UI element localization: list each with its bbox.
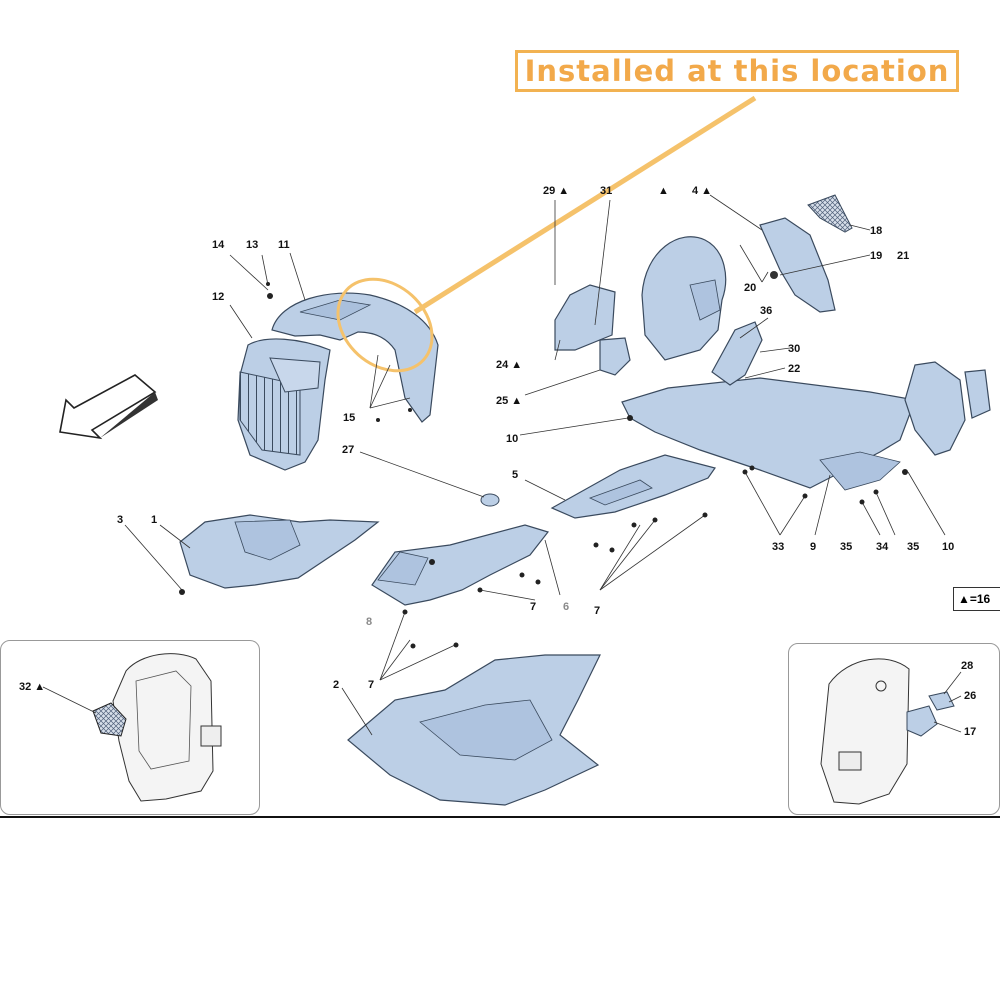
part-2-rear-undertray <box>347 654 601 806</box>
label-25: 25 ▲ <box>496 395 522 407</box>
label-6: 6 <box>563 601 569 613</box>
label-11: 11 <box>278 239 290 251</box>
label-26: 26 <box>964 690 976 702</box>
part-18-mesh <box>807 194 853 233</box>
label-36: 36 <box>760 305 772 317</box>
label-30: 30 <box>788 343 800 355</box>
label-20: 20 <box>744 282 756 294</box>
part-27-plug <box>480 493 500 507</box>
part-9-large-undertray <box>621 377 916 491</box>
label-10a: 10 <box>506 433 518 445</box>
label-2: 2 <box>333 679 339 691</box>
callout-text: Installed at this location <box>524 54 950 88</box>
label-9: 9 <box>810 541 816 553</box>
callout-leader-line <box>413 95 757 315</box>
part-32-mesh <box>92 702 127 737</box>
label-35b: 35 <box>907 541 919 553</box>
label-22: 22 <box>788 363 800 375</box>
rear-wheel-liner <box>641 236 727 361</box>
part-labels: 14 13 11 12 15 27 3 1 29 ▲ 31 ▲ 4 ▲ 18 1… <box>117 185 954 691</box>
label-21: 21 <box>897 250 909 262</box>
part-25 <box>599 337 631 376</box>
part-1-front-undertray <box>179 514 380 589</box>
part-26 <box>928 691 955 711</box>
label-17: 17 <box>964 726 976 738</box>
front-direction-arrow <box>59 374 158 440</box>
installed-location-highlight <box>336 277 434 373</box>
label-31: 31 <box>600 185 612 197</box>
label-18: 18 <box>870 225 882 237</box>
page-baseline <box>0 816 1000 818</box>
legend-text: ▲=16 <box>958 592 991 606</box>
part-17 <box>906 705 938 737</box>
label-10b: 10 <box>942 541 954 553</box>
part-36-bracket <box>711 321 763 386</box>
label-7b: 7 <box>594 605 600 617</box>
part-5-central-strip <box>550 454 716 519</box>
label-28: 28 <box>961 660 973 672</box>
part-12-front-wheel-liner <box>237 338 331 471</box>
label-4: 4 ▲ <box>692 185 712 197</box>
part-11-wheel-arch-liner <box>271 292 439 423</box>
label-15: 15 <box>343 412 355 424</box>
label-1: 1 <box>151 514 157 526</box>
part-19-nut <box>770 271 778 279</box>
part-6-center-panel <box>371 524 550 606</box>
part-21-rear-piece <box>759 194 853 313</box>
leader-lines <box>124 194 946 736</box>
label-35a: 35 <box>840 541 852 553</box>
label-13: 13 <box>246 239 258 251</box>
label-34: 34 <box>876 541 889 553</box>
label-24: 24 ▲ <box>496 359 522 371</box>
inset-left: 32 ▲ <box>0 640 260 815</box>
label-27: 27 <box>342 444 354 456</box>
inset-right: 28 26 17 <box>788 643 1000 815</box>
label-tri: ▲ <box>658 185 669 197</box>
part-24 <box>554 284 616 351</box>
label-29: 29 ▲ <box>543 185 569 197</box>
fasteners <box>179 282 908 649</box>
label-7a: 7 <box>530 601 536 613</box>
label-33: 33 <box>772 541 784 553</box>
label-7c: 7 <box>368 679 374 691</box>
inset-left-drawing: 32 ▲ <box>19 653 222 802</box>
label-3: 3 <box>117 514 123 526</box>
label-8: 8 <box>366 616 372 628</box>
label-32: 32 ▲ <box>19 681 45 693</box>
label-5: 5 <box>512 469 518 481</box>
label-19: 19 <box>870 250 882 262</box>
installed-location-callout: Installed at this location <box>515 50 959 92</box>
label-14: 14 <box>212 239 225 251</box>
label-12: 12 <box>212 291 224 303</box>
inset-right-drawing: 28 26 17 <box>820 658 976 805</box>
right-rear-liner <box>904 361 991 456</box>
legend-triangle-16: ▲=16 <box>953 587 1000 611</box>
